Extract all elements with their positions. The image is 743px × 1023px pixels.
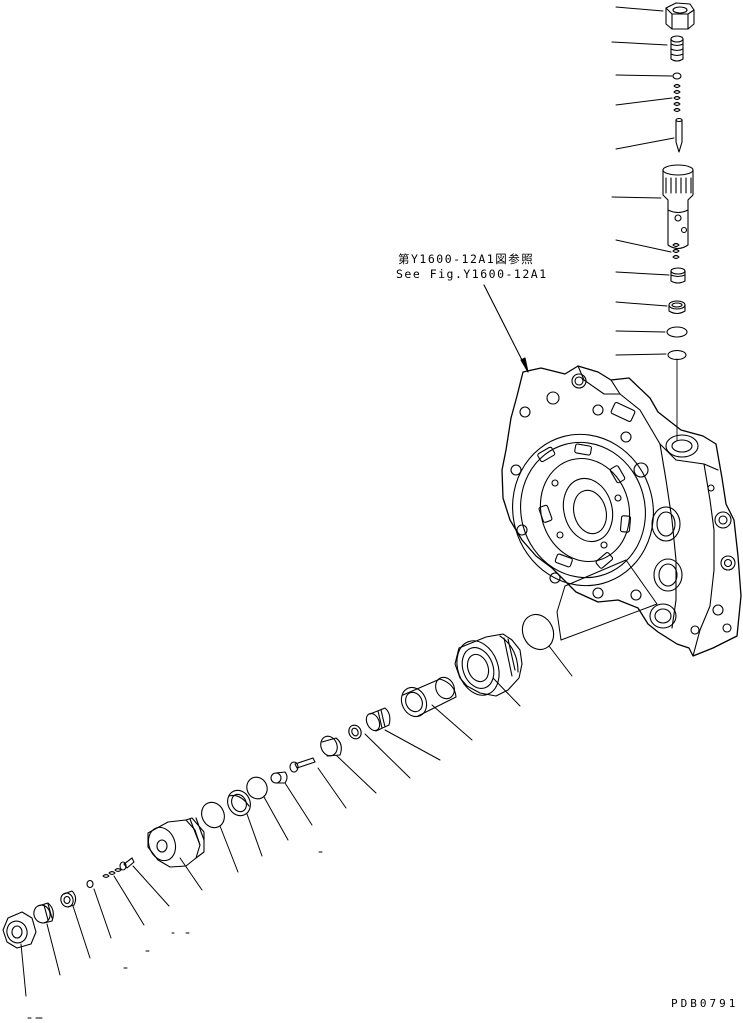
small-poppet — [120, 858, 134, 870]
adjust-screw — [671, 36, 683, 61]
body-side-port-1 — [652, 507, 680, 541]
main-plug — [450, 634, 522, 701]
label-ticks — [28, 852, 322, 1018]
o-ring-2 — [668, 351, 686, 360]
main-bore — [496, 418, 671, 601]
body-side-port-2 — [654, 559, 682, 591]
valve-sleeve — [663, 165, 693, 249]
small-cylinder — [271, 772, 287, 783]
seat-ring — [669, 301, 685, 314]
right-leader-lines — [612, 7, 674, 355]
body-top-port — [666, 435, 698, 457]
valve-body — [496, 366, 741, 656]
adjust-screw-2 — [31, 903, 53, 925]
o-ring-callout-bracket — [557, 560, 657, 640]
o-ring-small-2 — [87, 881, 93, 888]
small-plug-2 — [59, 891, 76, 909]
spring-small-2 — [673, 244, 679, 259]
pin-bolt — [290, 758, 315, 772]
reference-label-english: See Fig.Y1600-12A1 — [396, 267, 548, 281]
check-valve-poppet — [364, 708, 390, 733]
seat-ring-small — [347, 723, 364, 741]
o-ring-4 — [198, 799, 229, 832]
o-ring-3 — [243, 774, 270, 802]
cylinder-bushing — [318, 734, 341, 758]
top-cap-nut — [666, 3, 694, 29]
diagonal-leader-lines — [21, 646, 572, 996]
drawing-code: PDB0791 — [671, 997, 739, 1010]
needle-pin — [676, 119, 682, 153]
spool-sleeve — [397, 674, 458, 720]
body-side-port-3 — [650, 604, 676, 628]
spring-small-3 — [103, 869, 121, 878]
spring-small-1 — [674, 85, 680, 112]
body-port-1 — [572, 374, 586, 388]
reference-arrow — [484, 285, 528, 372]
o-ring-1 — [667, 327, 687, 337]
body-slot — [610, 402, 635, 422]
seat-bushing — [224, 787, 255, 820]
o-ring-small-1 — [673, 73, 681, 79]
relief-valve-body — [144, 818, 204, 867]
small-plug — [671, 268, 685, 283]
cap-nut-2 — [3, 912, 36, 948]
reference-label-japanese: 第Y1600-12A1図参照 — [398, 252, 535, 266]
large-o-ring — [517, 609, 559, 654]
